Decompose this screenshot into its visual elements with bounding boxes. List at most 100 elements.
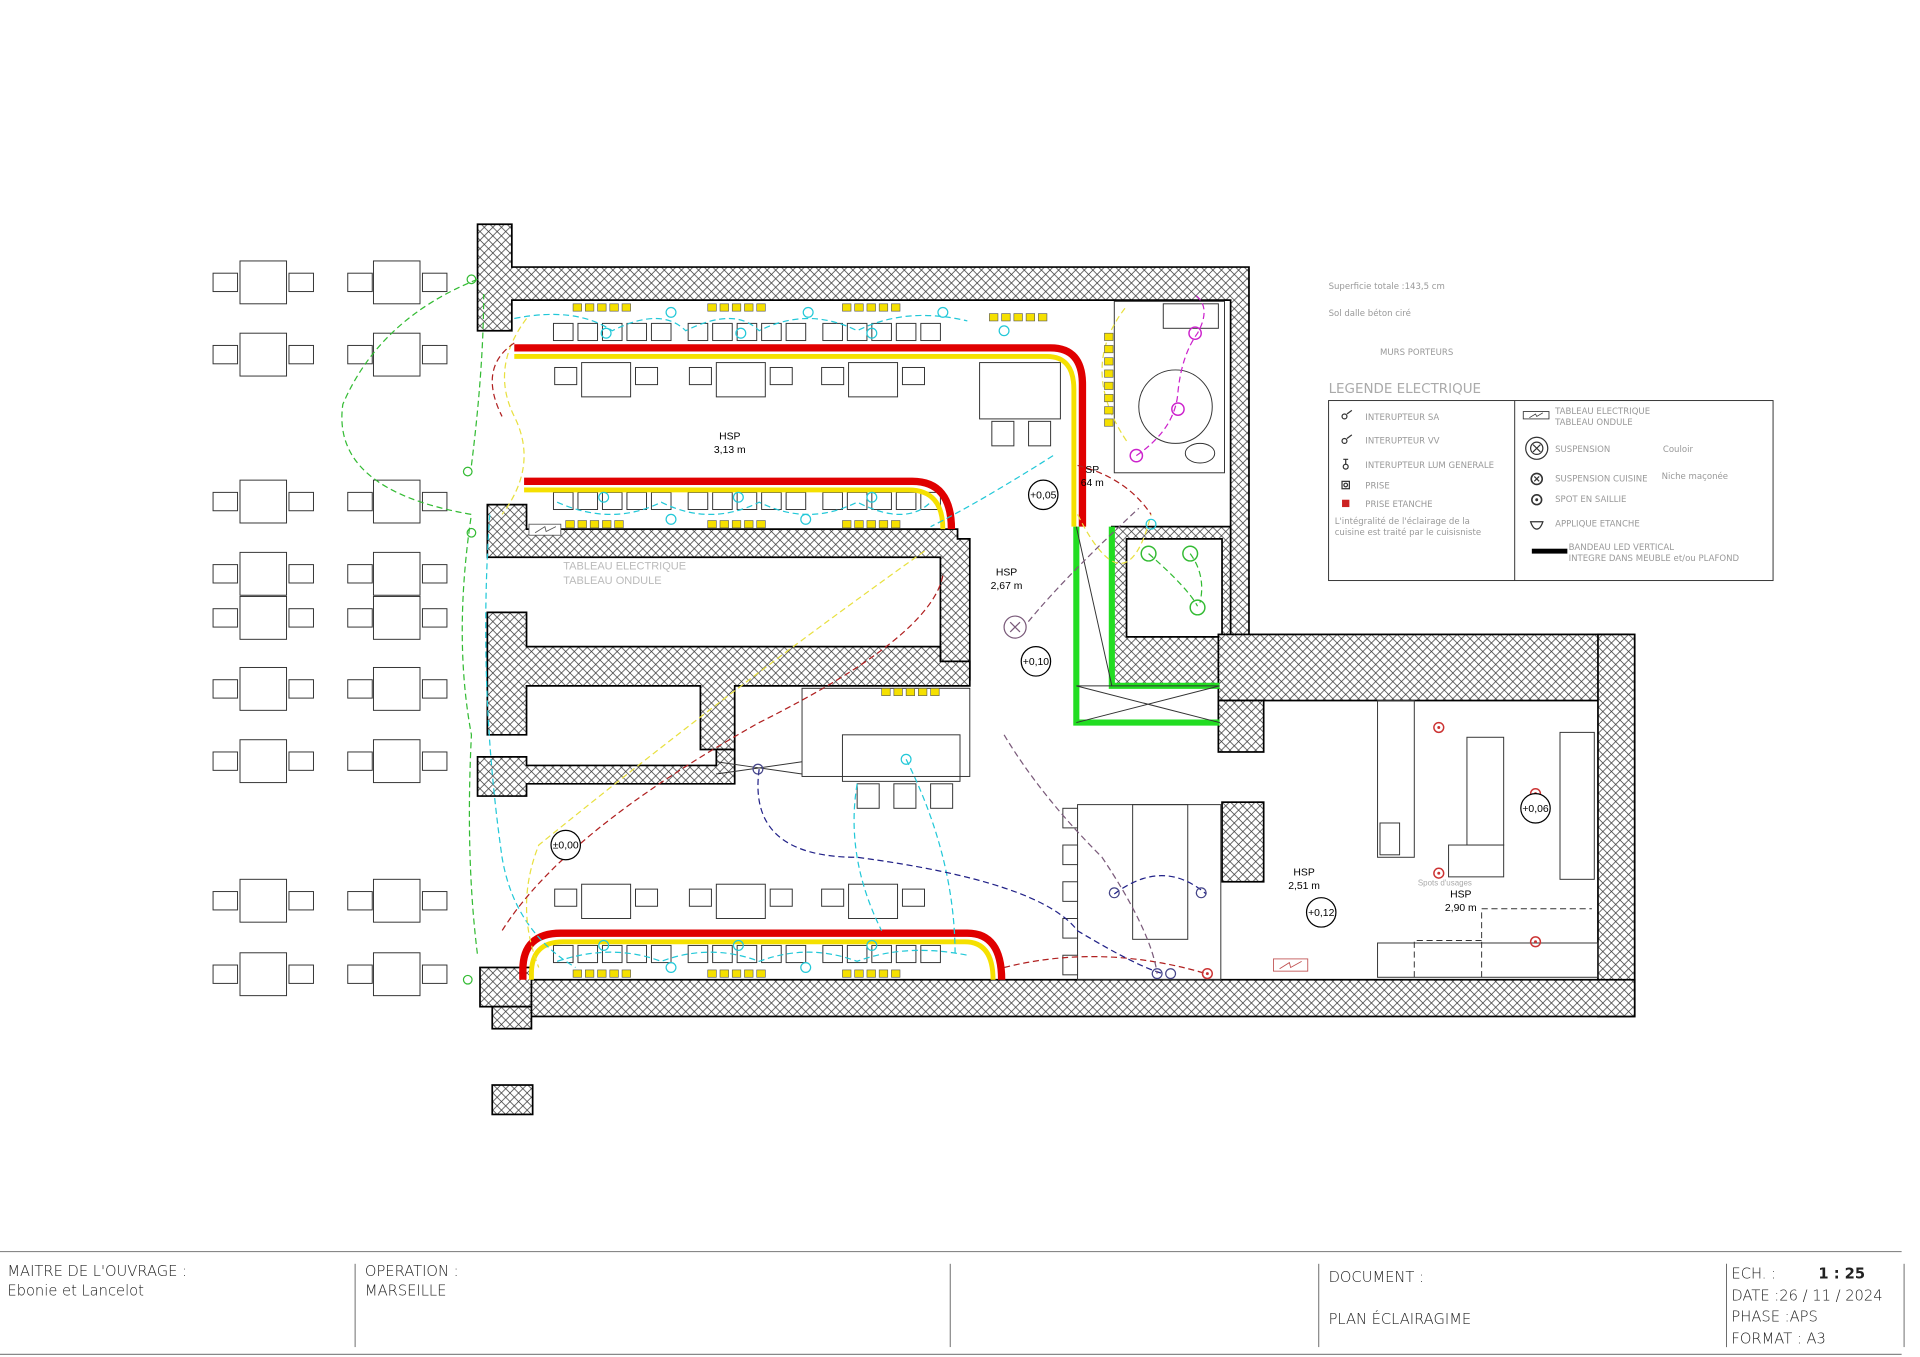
led-band-middle	[524, 477, 956, 530]
surface-spot-icon	[800, 961, 812, 973]
outlet-icon	[842, 969, 852, 978]
chair	[1062, 918, 1079, 939]
terrace-table	[372, 479, 421, 524]
floor-levels: +0,05 +0,10 ±0,00 +0,12 +0,06	[550, 479, 1551, 928]
surface-spot-icon	[802, 306, 814, 318]
outlet-icon	[756, 969, 766, 978]
chair	[920, 944, 941, 964]
surface-spot-icon	[1531, 494, 1543, 506]
chair	[712, 944, 733, 964]
outlet-icon	[602, 520, 612, 529]
surface-spot-icon	[735, 327, 747, 339]
switch-general-icon	[1342, 458, 1349, 470]
chair	[893, 783, 917, 809]
chair	[761, 491, 782, 511]
legend-note: cuisine est traité par le cuisisniste	[1335, 527, 1481, 538]
chair	[822, 491, 843, 511]
chair	[288, 272, 314, 293]
outlet-icon	[731, 520, 742, 529]
outlet-icon	[585, 303, 595, 312]
outlet-icon	[1104, 369, 1114, 378]
document-label: DOCUMENT :	[1329, 1269, 1424, 1286]
kitchen-pendant-icon	[1530, 472, 1544, 486]
partition-cross	[1075, 526, 1220, 724]
chair	[421, 491, 448, 512]
surface-spot-icon	[900, 753, 912, 765]
pillar-2	[491, 1005, 533, 1030]
chair	[347, 272, 373, 293]
outlet-icon	[597, 303, 607, 312]
room-label: HSP	[996, 568, 1017, 579]
outlet-icon	[572, 969, 582, 978]
surface-spot-icon	[1534, 940, 1537, 944]
waterproof-wall-light-icon	[1189, 599, 1206, 616]
terrace-table	[239, 952, 288, 997]
chair	[846, 944, 868, 964]
room-height: 2,67 m	[991, 581, 1023, 592]
led-band-bottom	[519, 929, 1006, 980]
annotation-spots: Spots d'usages	[1418, 878, 1472, 887]
terrace-table	[239, 666, 288, 711]
legend-item-label: PRISE ETANCHE	[1365, 500, 1432, 510]
chair	[871, 322, 892, 342]
outlet-icon	[756, 303, 766, 312]
surface-spot-icon	[866, 327, 878, 339]
chair	[856, 783, 880, 809]
surface-spot-icon	[665, 306, 677, 318]
chair	[554, 888, 578, 907]
outlet-icon	[842, 520, 852, 529]
wall-kitchen-top	[1217, 633, 1630, 702]
legend-item-label: INTEGRE DANS MEUBLE et/ou PLAFOND	[1569, 554, 1740, 564]
chair	[930, 783, 954, 809]
surface-spot-icon	[1437, 726, 1441, 729]
chair	[1062, 807, 1079, 829]
terrace-table	[239, 739, 288, 784]
chair	[421, 608, 448, 628]
operation-value: MARSEILLE	[365, 1283, 447, 1300]
room-labels: HSP 3,13 m HSP 2,67 m HSP 2,51 m HSP 2,9…	[714, 432, 1477, 914]
outlet-icon	[719, 520, 729, 529]
surface-spot-icon	[1201, 967, 1213, 980]
waterproof-wall-light-icon	[1529, 521, 1544, 530]
surface-spot-icon	[1437, 871, 1441, 875]
outlet-icon	[1001, 313, 1011, 322]
outlet-icon	[756, 520, 766, 529]
floor-note: Sol dalle béton ciré	[1329, 308, 1411, 319]
scale-label: ECH. :	[1731, 1266, 1776, 1283]
chair	[212, 491, 239, 512]
chair	[736, 322, 758, 342]
outlet-icon	[1025, 313, 1036, 322]
chair	[688, 888, 712, 907]
chair	[991, 420, 1015, 447]
room-label: HSP	[1450, 890, 1471, 901]
annotation-tableau: TABLEAU ELECTRIQUE	[563, 561, 686, 573]
chair	[288, 751, 314, 771]
surface-spot-icon	[732, 491, 744, 503]
chair	[769, 366, 793, 386]
room-label: HSP	[1293, 868, 1314, 879]
chair	[288, 608, 314, 628]
outlet-icon	[719, 303, 729, 312]
wall-kitchen-right	[1597, 633, 1636, 1018]
chair	[1028, 420, 1052, 447]
outlet-icon	[854, 969, 864, 978]
chair	[212, 964, 239, 984]
legend-item-note: Niche maçonée	[1662, 471, 1728, 482]
terrace-tables	[212, 260, 448, 997]
chair	[421, 564, 448, 584]
outlet-icon	[918, 687, 928, 696]
kitchen-pendant-icon	[1195, 887, 1207, 899]
level-marker: +0,05	[1030, 490, 1057, 501]
led-band-top-inner	[514, 354, 1077, 527]
pillar-3	[491, 1084, 534, 1116]
chair	[212, 344, 239, 365]
chair	[288, 344, 314, 365]
outlet-icon	[744, 520, 754, 529]
chair	[785, 491, 807, 511]
electrical-panel-icon	[528, 523, 562, 536]
level-marker: +0,06	[1522, 804, 1549, 815]
room-label: SP	[1085, 465, 1099, 476]
chair	[421, 891, 448, 911]
chair	[347, 564, 373, 584]
